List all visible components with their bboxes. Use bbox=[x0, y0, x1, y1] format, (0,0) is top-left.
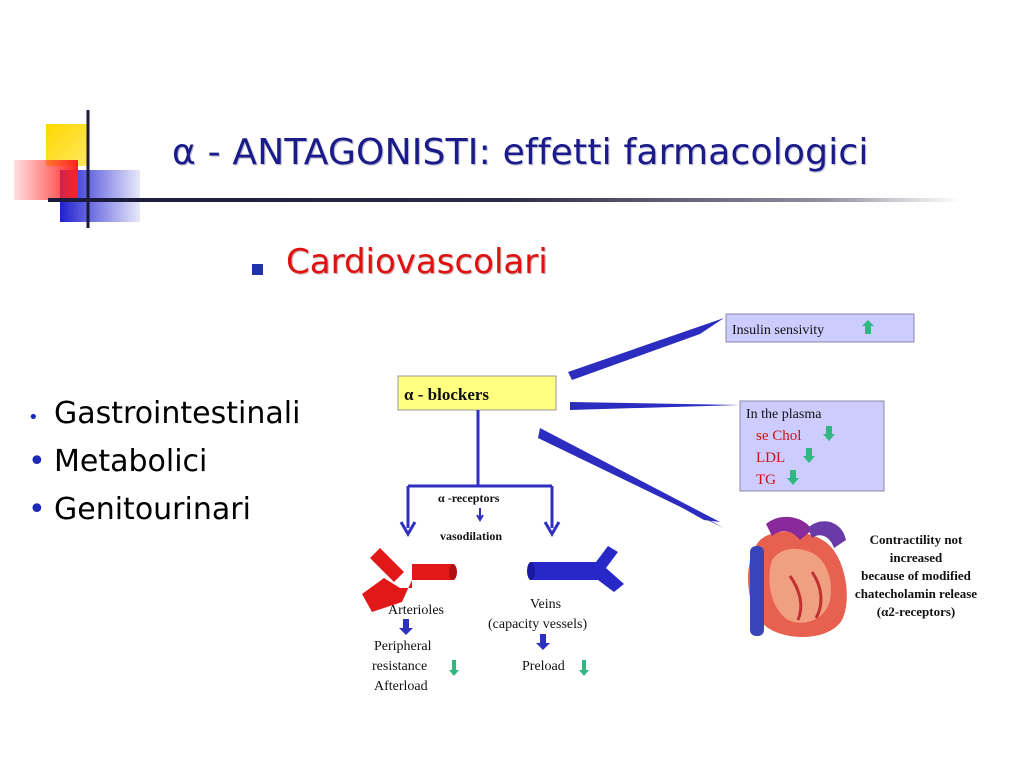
receptors-label: α -receptors bbox=[438, 491, 500, 505]
arrow-to-plasma bbox=[570, 402, 740, 410]
bullet-icon: • bbox=[28, 407, 39, 428]
down-arrow-icon bbox=[543, 521, 561, 537]
yellow-square bbox=[46, 124, 88, 166]
arterioles-label: Arterioles bbox=[388, 603, 444, 618]
plasma-item-ldl: LDL bbox=[756, 450, 785, 466]
arteriole-vessel-icon bbox=[362, 548, 457, 612]
contractility-line-3: chatecholamin release bbox=[855, 586, 977, 601]
insulin-label: Insulin sensivity bbox=[732, 323, 824, 338]
bullet-icon: • bbox=[28, 444, 46, 479]
blockers-label: α - blockers bbox=[404, 385, 489, 404]
preload-label: Preload bbox=[522, 659, 565, 674]
contractility-line-4: (α2-receptors) bbox=[877, 604, 955, 619]
subtitle-cardiovascolari: Cardiovascolari bbox=[286, 242, 548, 282]
resistance-label: resistance bbox=[372, 659, 427, 674]
square-bullet-icon bbox=[252, 264, 263, 275]
down-arrow-icon bbox=[579, 660, 589, 676]
contractility-line-1: increased bbox=[890, 550, 943, 565]
plasma-title: In the plasma bbox=[746, 407, 822, 422]
vasodilation-label: vasodilation bbox=[440, 529, 502, 543]
side-item-metabolici: •Metabolici bbox=[28, 444, 207, 479]
down-arrow-icon bbox=[449, 660, 459, 676]
side-item-label: Gastrointestinali bbox=[54, 396, 301, 431]
down-arrow-icon bbox=[399, 521, 417, 537]
up-arrow-icon bbox=[862, 320, 874, 334]
insulin-box bbox=[725, 313, 915, 343]
peripheral-label: Peripheral bbox=[374, 639, 432, 654]
blockers-box bbox=[397, 375, 557, 411]
plasma-item-tg: TG bbox=[756, 472, 776, 488]
vein-vessel-icon bbox=[527, 546, 624, 592]
title-divider bbox=[48, 198, 960, 202]
side-item-genitourinari: •Genitourinari bbox=[28, 492, 251, 527]
plasma-item-chol: se Chol bbox=[756, 428, 801, 444]
capacity-label: (capacity vessels) bbox=[488, 617, 587, 632]
red-square bbox=[14, 160, 78, 200]
bullet-icon: • bbox=[28, 492, 46, 527]
down-arrow-icon bbox=[823, 426, 835, 441]
down-arrow-icon bbox=[399, 619, 413, 635]
plasma-box bbox=[739, 400, 885, 492]
side-item-label: Genitourinari bbox=[54, 492, 251, 527]
contractility-line-0: Contractility not bbox=[870, 532, 963, 547]
down-arrow-icon bbox=[787, 470, 799, 485]
heart-icon bbox=[748, 516, 847, 638]
down-arrow-icon bbox=[476, 508, 484, 522]
afterload-label: Afterload bbox=[374, 679, 428, 694]
down-arrow-icon bbox=[803, 448, 815, 463]
arrow-to-insulin bbox=[568, 318, 724, 380]
side-item-gastrointestinali: • Gastrointestinali bbox=[28, 396, 300, 431]
down-arrow-icon bbox=[536, 634, 550, 650]
veins-label: Veins bbox=[530, 597, 561, 612]
slide-title: α - ANTAGONISTI: effetti farmacologici bbox=[172, 132, 869, 173]
contractility-line-2: because of modified bbox=[861, 568, 972, 583]
side-item-label: Metabolici bbox=[54, 444, 208, 479]
